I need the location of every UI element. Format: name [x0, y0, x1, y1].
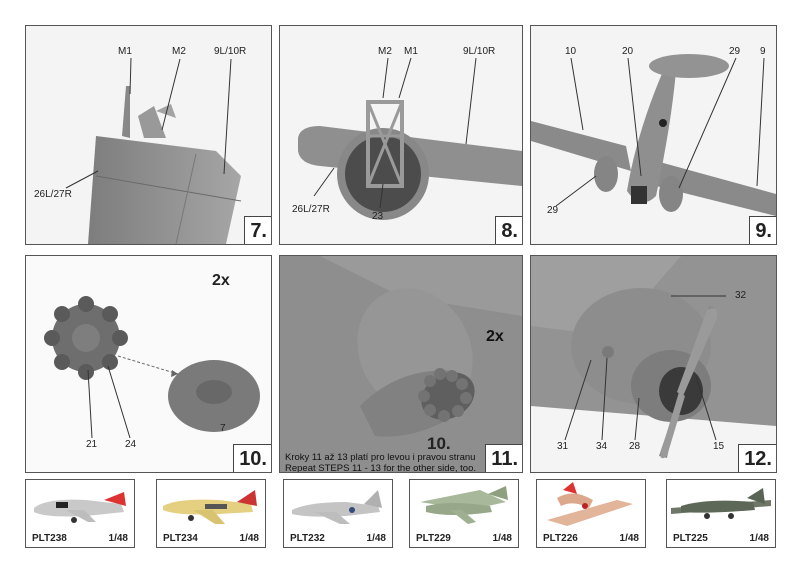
product-scale-plt238: 1/48 — [108, 533, 128, 544]
step-10-photo — [44, 296, 260, 439]
step-10-panel: 2x 21 24 7 10. — [25, 255, 272, 473]
step-8-label-m2: M2 — [378, 46, 392, 57]
product-image-plt225 — [671, 488, 771, 519]
product-code-plt229: PLT229 — [416, 533, 451, 544]
product-card-plt232[interactable]: PLT232 1/48 — [283, 479, 393, 548]
step-10-multiplier: 2x — [212, 272, 230, 289]
product-card-plt225[interactable]: PLT225 1/48 — [666, 479, 776, 548]
product-scale-plt229: 1/48 — [492, 533, 512, 544]
step-10-label-21: 21 — [86, 439, 98, 450]
product-scale-plt232: 1/48 — [366, 533, 386, 544]
step-8-label-26l27r: 26L/27R — [292, 204, 330, 215]
step-12-label-28: 28 — [629, 441, 641, 452]
step-7-label-26l27r: 26L/27R — [34, 189, 72, 200]
step-9-label-9: 9 — [760, 46, 766, 57]
step-9-label-29-left: 29 — [547, 205, 559, 216]
product-scale-plt225: 1/48 — [749, 533, 769, 544]
step-11-number: 11. — [485, 444, 522, 472]
step-11-photo — [280, 256, 522, 472]
product-card-plt238[interactable]: PLT238 1/48 — [25, 479, 135, 548]
product-image-plt229 — [420, 486, 508, 524]
product-image-plt238 — [34, 492, 126, 523]
step-7-photo — [65, 57, 242, 244]
step-7-panel: M1 M2 9L/10R 26L/27R 7. — [25, 25, 272, 245]
step-9-photo — [531, 54, 776, 216]
product-image-plt226 — [547, 482, 633, 526]
step-9-label-10: 10 — [565, 46, 577, 57]
step-7-label-m2: M2 — [172, 46, 186, 57]
product-code-plt226: PLT226 — [543, 533, 578, 544]
product-scale-plt226: 1/48 — [619, 533, 639, 544]
step-12-label-15: 15 — [713, 441, 725, 452]
step-8-label-9l10r: 9L/10R — [463, 46, 496, 57]
product-code-plt234: PLT234 — [163, 533, 198, 544]
product-code-plt225: PLT225 — [673, 533, 708, 544]
step-12-number: 12. — [738, 444, 776, 472]
step-12-panel: 32 31 34 28 15 12. — [530, 255, 777, 473]
product-card-plt226[interactable]: PLT226 1/48 — [536, 479, 646, 548]
step-7-label-m1: M1 — [118, 46, 132, 57]
step-11-note-cz: Kroky 11 až 13 platí pro levou i pravou … — [285, 452, 476, 463]
step-9-number: 9. — [749, 216, 776, 244]
step-11-ref-step: 10. — [427, 434, 451, 453]
step-8-number: 8. — [495, 216, 522, 244]
step-10-label-24: 24 — [125, 439, 137, 450]
product-scale-plt234: 1/48 — [239, 533, 259, 544]
step-8-panel: M2 M1 9L/10R 26L/27R 23 8. — [279, 25, 523, 245]
step-8-photo — [298, 57, 522, 220]
step-8-label-23: 23 — [372, 211, 384, 222]
product-card-plt229[interactable]: PLT229 1/48 — [409, 479, 519, 548]
step-8-label-m1: M1 — [404, 46, 418, 57]
step-12-label-31: 31 — [557, 441, 569, 452]
step-9-label-20: 20 — [622, 46, 634, 57]
step-11-panel: 2x 10. Kroky 11 až 13 platí pro levou i … — [279, 255, 523, 473]
product-code-plt232: PLT232 — [290, 533, 325, 544]
product-card-plt234[interactable]: PLT234 1/48 — [156, 479, 266, 548]
step-10-number: 10. — [233, 444, 271, 472]
product-image-plt232 — [292, 490, 382, 524]
product-image-plt234 — [163, 490, 257, 524]
step-11-multiplier: 2x — [486, 328, 504, 345]
step-10-label-7: 7 — [220, 423, 226, 434]
step-9-panel: 10 20 29 9 29 9. — [530, 25, 777, 245]
step-11-note-en: Repeat STEPS 11 - 13 for the other side,… — [285, 463, 476, 473]
step-7-label-9l10r: 9L/10R — [214, 46, 247, 57]
step-7-number: 7. — [244, 216, 271, 244]
step-12-photo — [531, 256, 776, 472]
product-code-plt238: PLT238 — [32, 533, 67, 544]
step-9-label-29-right: 29 — [729, 46, 741, 57]
step-12-label-32: 32 — [735, 290, 747, 301]
step-12-label-34: 34 — [596, 441, 608, 452]
